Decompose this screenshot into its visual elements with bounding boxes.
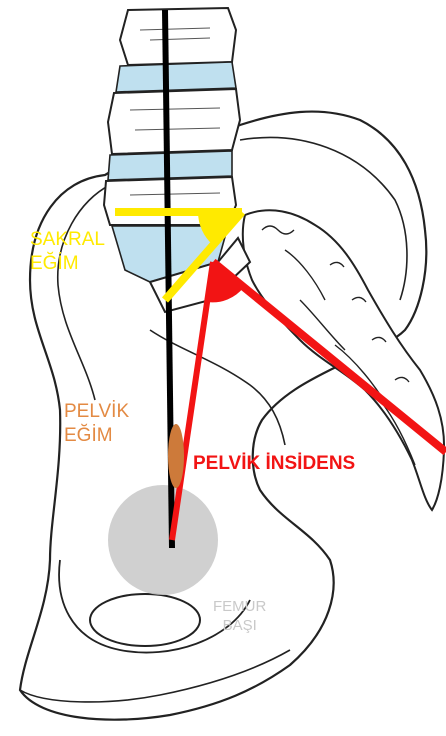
pelvic-tilt-marker <box>168 424 184 488</box>
sacral-slope-label-line1: SAKRAL <box>30 228 105 252</box>
femoral-head-label-line1: FEMUR <box>213 598 266 617</box>
sacral-slope-label: SAKRAL EĞİM <box>30 228 105 276</box>
vertebra-l4 <box>108 89 240 154</box>
femoral-head-label-line2: BAŞI <box>213 617 266 636</box>
femoral-head-label: FEMUR BAŞI <box>213 598 266 636</box>
obturator-foramen <box>90 594 200 646</box>
pelvic-incidence-label: PELVİK İNSİDENS <box>193 452 355 476</box>
pelvic-tilt-label: PELVİK EĞİM <box>64 400 129 448</box>
disc-1 <box>116 62 236 92</box>
vertebra-l3 <box>120 8 236 65</box>
sacral-slope-label-line2: EĞİM <box>30 252 105 276</box>
pelvic-tilt-label-line1: PELVİK <box>64 400 129 424</box>
femoral-head <box>108 485 218 595</box>
pelvic-tilt-label-line2: EĞİM <box>64 424 129 448</box>
lumbar-spine <box>104 8 250 312</box>
